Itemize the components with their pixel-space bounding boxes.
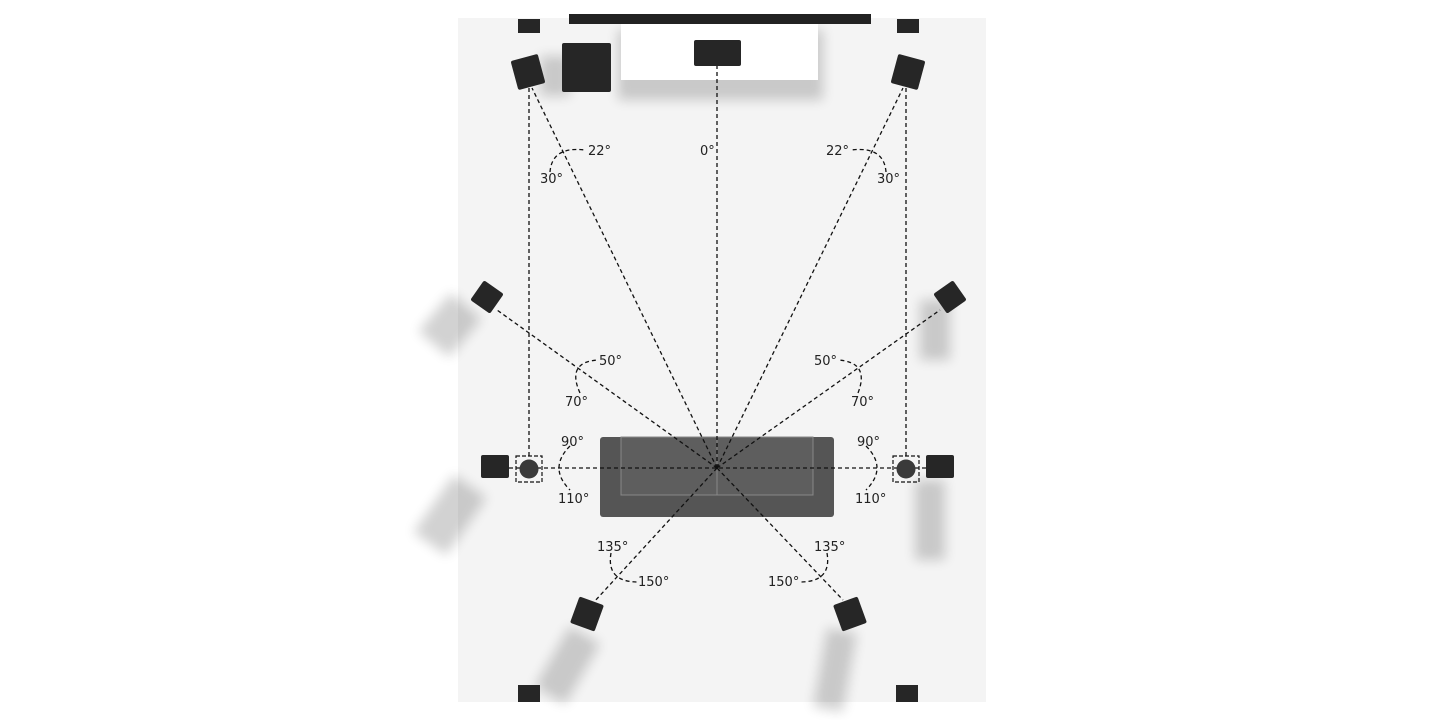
label-wide-left-outer: 70°	[565, 395, 588, 410]
tv-screen	[569, 14, 871, 24]
label-front-right-inner: 22°	[826, 144, 849, 159]
top-rear-right-speaker	[896, 685, 918, 702]
label-side-left-top: 90°	[561, 435, 584, 450]
label-front-right-outer: 30°	[877, 172, 900, 187]
label-rear-left-inner: 135°	[597, 540, 628, 555]
front-right-speaker	[891, 54, 925, 90]
top-front-right-speaker	[897, 19, 919, 33]
rear-right-speaker	[833, 596, 867, 632]
side-right-inwall-speaker	[896, 459, 916, 479]
angle-lines	[496, 66, 941, 603]
label-wide-left-inner: 50°	[599, 354, 622, 369]
label-wide-right-inner: 50°	[814, 354, 837, 369]
sofa	[600, 436, 834, 517]
label-wide-right-outer: 70°	[851, 395, 874, 410]
label-side-left-bottom: 110°	[558, 492, 589, 507]
wide-left-speaker	[471, 281, 503, 313]
top-front-left-speaker	[518, 19, 540, 33]
label-front-left-inner: 22°	[588, 144, 611, 159]
side-left-speaker	[481, 455, 509, 478]
side-right-alt-position	[892, 455, 920, 483]
label-front-left-outer: 30°	[540, 172, 563, 187]
top-rear-left-speaker	[518, 685, 540, 702]
side-right-speaker	[926, 455, 954, 478]
label-rear-left-outer: 150°	[638, 575, 669, 590]
label-side-right-bottom: 110°	[855, 492, 886, 507]
front-left-speaker	[511, 54, 545, 90]
room-floor	[458, 18, 986, 702]
label-rear-right-outer: 150°	[768, 575, 799, 590]
angle-labels: 0° 22° 30° 22° 30° 50° 70° 50° 70° 90° 1…	[540, 144, 900, 590]
side-left-alt-position	[515, 455, 543, 483]
center-speaker	[694, 40, 741, 66]
subwoofer	[562, 43, 611, 92]
label-rear-right-inner: 135°	[814, 540, 845, 555]
rear-left-speaker	[570, 596, 604, 632]
wide-right-speaker	[934, 281, 966, 313]
label-center: 0°	[700, 144, 715, 159]
label-side-right-top: 90°	[857, 435, 880, 450]
side-left-inwall-speaker	[519, 459, 539, 479]
